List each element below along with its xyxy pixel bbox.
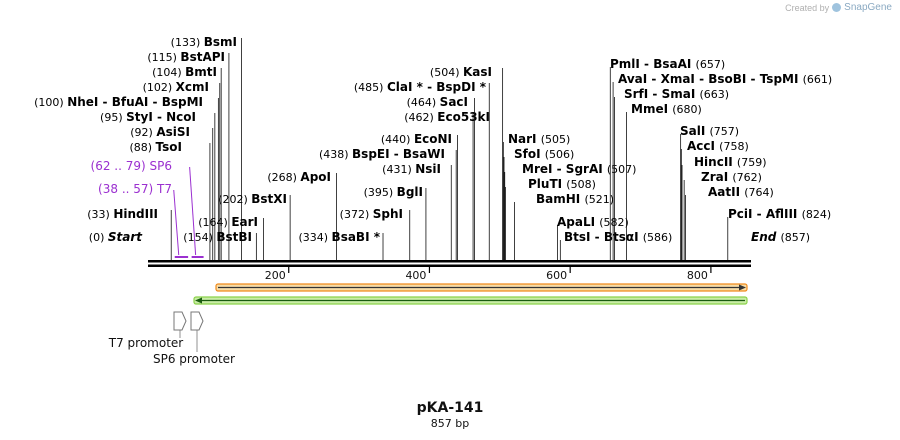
site-label[interactable]: SfoI (506) (514, 147, 574, 161)
site-label[interactable]: AatII (764) (708, 185, 774, 199)
site-label[interactable]: AvaI - XmaI - BsoBI - TspMI (661) (618, 72, 832, 86)
site-label[interactable]: (372) SphI (340, 207, 403, 221)
ruler-tick-label: 800 (687, 269, 708, 282)
site-label[interactable]: (504) KasI (430, 65, 492, 79)
site-label[interactable]: (440) EcoNI (381, 132, 452, 146)
promoter-arrow-icon[interactable] (190, 311, 204, 331)
site-label[interactable]: (395) BglI (364, 185, 423, 199)
site-label[interactable]: (202) BstXI (218, 192, 287, 206)
site-label[interactable]: (485) ClaI * - BspDI * (354, 80, 487, 94)
site-label[interactable]: (0) Start (89, 230, 143, 244)
site-label[interactable]: (268) ApoI (267, 170, 331, 184)
site-label[interactable]: (334) BsaBI * (298, 230, 380, 244)
site-label[interactable]: (104) BmtI (152, 65, 217, 79)
site-label[interactable]: (164) EarI (198, 215, 258, 229)
site-label[interactable]: ApaLI (582) (557, 215, 629, 229)
primer-annotations: (62 .. 79) SP6 (38 .. 57) T7 (91, 159, 204, 258)
site-label[interactable]: AccI (758) (687, 139, 749, 153)
plasmid-name: pKA-141 (416, 400, 484, 416)
site-label[interactable]: (33) HindIII (87, 207, 158, 221)
snapgene-watermark: Created by SnapGene (785, 2, 892, 13)
ruler-ticks: 200 400 600 800 (265, 267, 712, 282)
site-label[interactable]: End (857) (751, 230, 810, 244)
primer-leader (173, 189, 180, 256)
site-label[interactable]: SrfI - SmaI (663) (624, 87, 729, 101)
site-label[interactable]: NarI (505) (508, 132, 570, 146)
orf-reverse-arrowhead-icon (195, 297, 202, 304)
restriction-sites: (133) BsmI(115) BstAPI(104) BmtI(102) Xc… (34, 35, 832, 260)
site-label[interactable]: (95) StyI - NcoI (100, 110, 196, 124)
site-label[interactable]: (464) SacI (407, 95, 468, 109)
site-label[interactable]: SalI (757) (680, 124, 739, 138)
site-label[interactable]: BtsI - BtsαI (586) (564, 230, 672, 244)
site-label[interactable]: (115) BstAPI (147, 50, 225, 64)
site-label[interactable]: PluTI (508) (528, 177, 596, 191)
orf-reverse-arrow[interactable] (193, 296, 748, 305)
site-label[interactable]: HincII (759) (694, 155, 767, 169)
dna-backbone-bottom (148, 264, 751, 267)
ruler-tick-label: 200 (265, 269, 286, 282)
site-label[interactable]: MmeI (680) (631, 102, 702, 116)
ruler-tick-label: 600 (546, 269, 567, 282)
orf-forward-arrowhead-icon (739, 284, 746, 291)
promoter-arrow-icon[interactable] (173, 311, 187, 331)
site-label[interactable]: PmlI - BsaAI (657) (610, 57, 725, 71)
site-label[interactable]: ZraI (762) (701, 170, 762, 184)
primer-label[interactable]: (62 .. 79) SP6 (91, 159, 172, 173)
feature-label[interactable]: T7 promoter (108, 336, 184, 350)
site-label[interactable]: (462) Eco53kI (404, 110, 490, 124)
snapgene-logo-icon (832, 3, 842, 12)
site-label[interactable]: MreI - SgrAI (507) (522, 162, 636, 176)
primer-leader (189, 166, 197, 256)
site-label[interactable]: (88) TsoI (129, 140, 182, 154)
site-label[interactable]: BamHI (521) (536, 192, 614, 206)
site-label[interactable]: PciI - AflIII (824) (728, 207, 831, 221)
watermark-prefix: Created by (785, 2, 830, 13)
site-label[interactable]: (133) BsmI (171, 35, 237, 49)
site-label[interactable]: (431) NsiI (382, 162, 441, 176)
site-label[interactable]: (92) AsiSI (130, 125, 190, 139)
watermark-brand: SnapGene (844, 2, 892, 13)
site-label[interactable]: (102) XcmI (143, 80, 209, 94)
plasmid-length: 857 bp (430, 417, 470, 430)
ruler-tick-label: 400 (405, 269, 426, 282)
orf-forward-arrow[interactable] (215, 283, 748, 292)
dna-backbone-top (148, 260, 751, 263)
feature-label[interactable]: SP6 promoter (153, 352, 235, 366)
site-label[interactable]: (100) NheI - BfuAI - BspMI (34, 95, 203, 109)
site-label[interactable]: (154) BstBI (183, 230, 252, 244)
primer-label[interactable]: (38 .. 57) T7 (98, 182, 172, 196)
site-label[interactable]: (438) BspEI - BsaWI (319, 147, 445, 161)
